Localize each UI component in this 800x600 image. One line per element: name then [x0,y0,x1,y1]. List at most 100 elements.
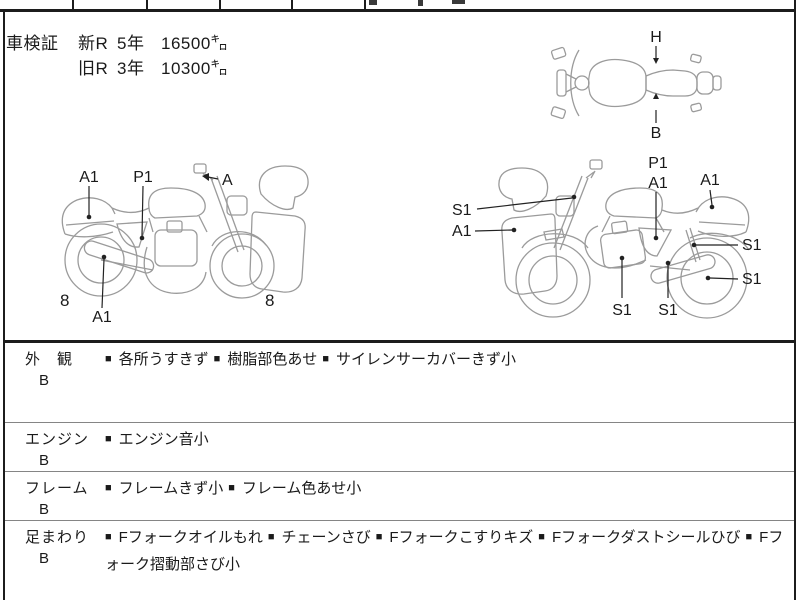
table-row-undercarriage: 足まわり B ■Fフォークオイルもれ■チェーンさび■Fフォークこすりキズ■Fフォ… [5,521,795,600]
condition-item: ■Fフォーク摺動部さび小 [105,529,783,573]
fuel-tank [605,187,663,219]
rear-wheel [666,237,748,319]
bullet-square-icon: ■ [105,531,112,543]
sheet-right-border [794,0,796,600]
bullet-square-icon: ■ [105,482,112,494]
diagram-table-divider [3,340,796,343]
label-rear-cowl: A1 [79,169,99,186]
condition-items: ■エンジン音小 [105,423,795,471]
rear-fender [689,232,750,251]
bullet-square-icon: ■ [228,482,235,494]
header-bottom-border [0,9,796,12]
condition-item-text: Fフォーク摺動部さび小 [105,529,784,573]
label-fork-top: S1 [452,202,472,219]
row-divider [5,422,794,423]
label-frame: S1 [658,302,678,319]
row-divider [5,471,794,472]
inspection-reg: 新R [78,34,109,53]
condition-items: ■Fフォークオイルもれ■チェーンさび■Fフォークこすりキズ■Fフォークダストシー… [105,521,795,600]
inspection-mileage: 16500㌔ [161,34,229,53]
label-rear-wheel: S1 [742,271,762,288]
bullet-square-icon: ■ [538,531,545,543]
table-row-engine: エンジン B ■エンジン音小 [5,423,795,471]
condition-item: ■Fフォークオイルもれ [105,529,263,546]
engine [599,229,647,269]
front-wheel [556,69,567,97]
label-bottom: B [651,125,662,142]
label-side-cover-a: A1 [648,175,668,192]
cowl-upper-piece [258,165,309,210]
category-cell: 足まわり B [5,521,105,600]
muffler [83,240,155,274]
condition-item: ■エンジン音小 [105,431,209,448]
fuel-tank [148,187,206,219]
category-label: エンジン [25,431,90,448]
label-mirror: A [222,172,233,189]
category-label: 足まわり [25,529,90,546]
engine [154,229,198,267]
condition-item-text: エンジン音小 [118,431,209,448]
grade-value: B [39,550,50,567]
seat [111,207,150,214]
top-view-pointers: H B [650,29,662,142]
left-side-pointers: A1 P1 A 8 A1 8 [60,169,274,324]
header-column-divider [364,0,366,9]
cowl-lower-piece [501,213,558,295]
row-divider [5,520,794,521]
condition-item-text: フレームきず小 [118,480,224,497]
condition-item-text: フレーム色あせ小 [241,480,362,497]
condition-item: ■ サイレンサーカバーきず小 [322,351,516,368]
fuel-tank [587,58,647,108]
cropped-text-fragment [452,0,465,4]
condition-item-text: Fフォークこすりキズ [389,529,534,546]
label-muffler: A1 [92,309,112,324]
condition-item-text: Fフォークダストシールひび [551,529,741,546]
bullet-square-icon: ■ [322,353,329,365]
mirror-icon [193,163,207,174]
grade-value: B [39,372,50,389]
table-row-frame: フレーム B ■ フレームきず小 ■ フレーム色あせ小 [5,472,795,520]
cropped-text-fragment [418,0,423,6]
rear-wheel-grade: 8 [60,291,69,310]
headlight [226,195,248,216]
inspection-years: 5年 [117,34,145,53]
header-column-divider [291,0,293,9]
motorcycle-left-side-art [61,163,309,299]
bullet-square-icon: ■ [267,531,275,543]
mirror-icon [550,106,567,120]
category-label: 外 観 [25,351,74,368]
condition-item-text: チェーンさび [281,529,371,546]
headlight [555,195,575,217]
condition-item-text: 樹脂部色あせ [227,351,318,368]
label-engine: S1 [612,302,632,319]
header-column-divider [72,0,74,9]
muffler [650,254,716,284]
condition-items: ■ フレームきず小 ■ フレーム色あせ小 [105,472,795,520]
front-wheel [515,242,591,318]
grade-value: B [39,501,50,518]
label-cowl: A1 [452,223,472,240]
category-cell: フレーム B [5,472,105,520]
right-side-pointers: P1 A1 A1 S1 A1 S1 S1 S1 S1 [452,155,762,319]
header-column-divider [146,0,148,9]
left-side-diagram: A1 P1 A 8 A1 8 [60,163,309,324]
mirror-icon [550,46,567,60]
condition-item: ■ フレームきず小 [105,480,223,497]
tail [696,71,714,95]
condition-item-text: サイレンサーカバーきず小 [336,351,517,368]
side-cover [638,227,673,257]
inspection-title: 車検証 [6,34,59,53]
seat [661,207,699,214]
cowl-lower-piece [249,211,306,293]
label-height: H [650,29,662,46]
right-side-diagram: P1 A1 A1 S1 A1 S1 S1 S1 S1 [452,155,762,319]
front-wheel-grade: 8 [265,291,274,310]
bullet-square-icon: ■ [375,531,383,543]
inspection-mileage: 10300㌔ [161,59,229,78]
mirror-icon [589,159,603,170]
grade-value: B [39,452,50,469]
label-side-cover-p: P1 [648,155,668,172]
cowl-upper-piece [498,167,549,212]
bullet-square-icon: ■ [105,353,112,365]
